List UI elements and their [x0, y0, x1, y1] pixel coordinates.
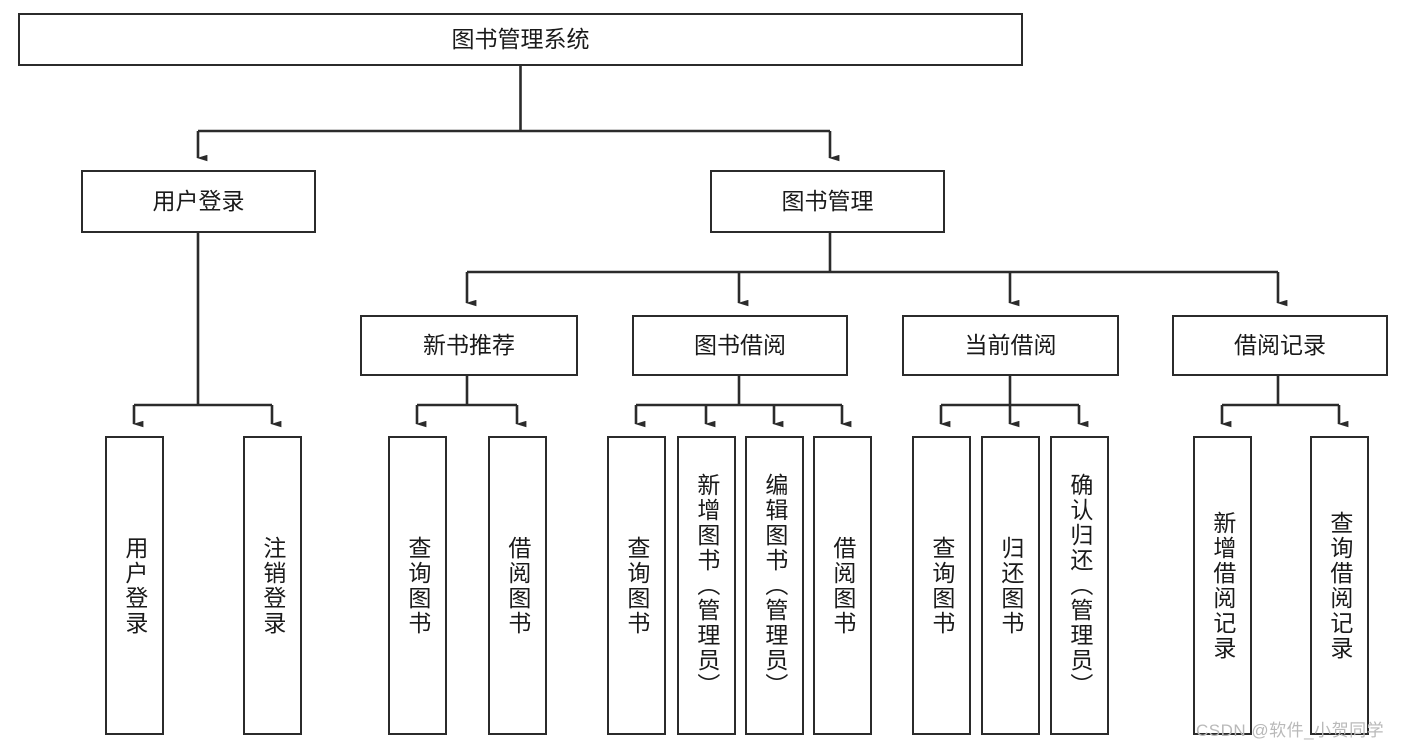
node-book-borrow[interactable]: 图书借阅: [632, 315, 848, 376]
node-label: 确认归还（管理员）: [1066, 473, 1093, 698]
node-borrow-record[interactable]: 借阅记录: [1172, 315, 1388, 376]
leaf-query-book-current[interactable]: 查询图书: [912, 436, 971, 735]
node-label: 归还图书: [997, 535, 1024, 636]
node-label: 用户登录: [152, 188, 245, 215]
node-label: 当前借阅: [964, 332, 1057, 359]
node-label: 新增借阅记录: [1209, 510, 1236, 661]
node-new-book-recommend[interactable]: 新书推荐: [360, 315, 578, 376]
leaf-confirm-return-admin[interactable]: 确认归还（管理员）: [1050, 436, 1109, 735]
node-label: 用户登录: [121, 535, 148, 636]
node-current-borrow[interactable]: 当前借阅: [902, 315, 1119, 376]
node-book-management[interactable]: 图书管理: [710, 170, 945, 233]
node-label: 注销登录: [259, 535, 286, 636]
leaf-add-borrow-record[interactable]: 新增借阅记录: [1193, 436, 1252, 735]
node-root-system[interactable]: 图书管理系统: [18, 13, 1023, 66]
node-label: 查询图书: [404, 535, 431, 636]
leaf-edit-book-admin[interactable]: 编辑图书（管理员）: [745, 436, 804, 735]
node-label: 查询图书: [928, 535, 955, 636]
leaf-query-book-recommend[interactable]: 查询图书: [388, 436, 447, 735]
leaf-query-borrow-record[interactable]: 查询借阅记录: [1310, 436, 1369, 735]
leaf-borrow-book[interactable]: 借阅图书: [813, 436, 872, 735]
node-label: 新增图书（管理员）: [693, 473, 720, 698]
node-label: 查询借阅记录: [1326, 510, 1353, 661]
node-label: 图书管理系统: [451, 26, 590, 53]
watermark-text: CSDN @软件_小贺同学: [1196, 721, 1385, 740]
node-label: 借阅图书: [504, 535, 531, 636]
leaf-user-login[interactable]: 用户登录: [105, 436, 164, 735]
node-label: 图书管理: [781, 188, 874, 215]
leaf-add-book-admin[interactable]: 新增图书（管理员）: [677, 436, 736, 735]
node-label: 编辑图书（管理员）: [761, 473, 788, 698]
leaf-return-book[interactable]: 归还图书: [981, 436, 1040, 735]
node-label: 新书推荐: [423, 332, 515, 359]
leaf-query-book-borrow[interactable]: 查询图书: [607, 436, 666, 735]
leaf-borrow-book-recommend[interactable]: 借阅图书: [488, 436, 547, 735]
node-label: 借阅图书: [829, 535, 856, 636]
leaf-logout[interactable]: 注销登录: [243, 436, 302, 735]
node-user-login[interactable]: 用户登录: [81, 170, 316, 233]
node-label: 借阅记录: [1234, 332, 1326, 359]
node-label: 查询图书: [623, 535, 650, 636]
node-label: 图书借阅: [694, 332, 786, 359]
